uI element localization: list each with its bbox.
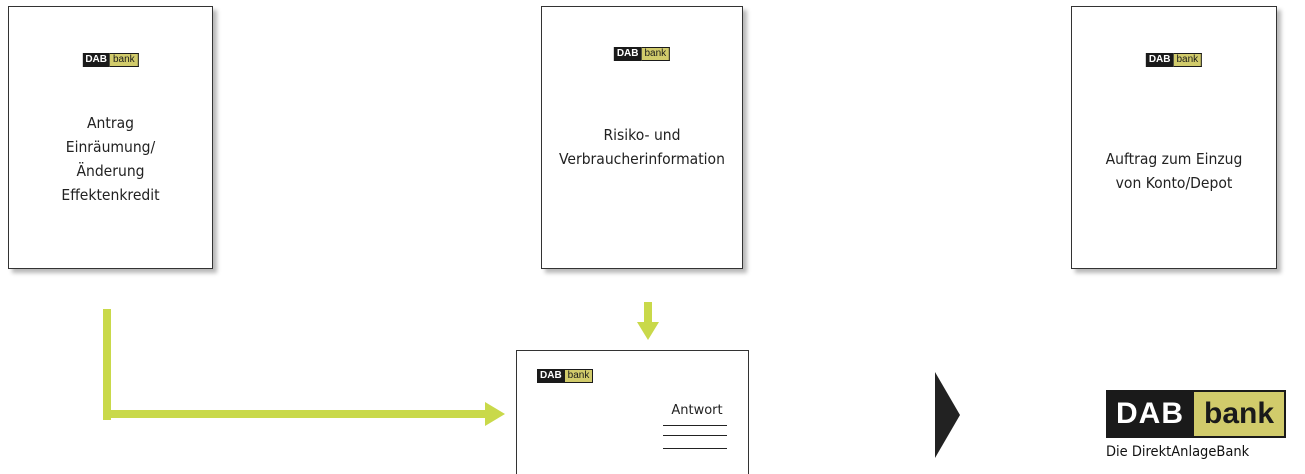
flow-line-vertical [103, 309, 111, 420]
address-line [663, 435, 727, 436]
document-title: Risiko- und Verbraucherinformation [559, 126, 725, 168]
flow-line-down [644, 302, 652, 326]
document-title: Auftrag zum Einzug von Konto/Depot [1105, 150, 1243, 192]
flow-line-horizontal [103, 410, 487, 418]
envelope-label: Antwort [671, 403, 723, 418]
address-line [663, 425, 727, 426]
address-line [663, 448, 727, 449]
flow-arrow-down-icon [637, 322, 659, 340]
document-title: Antrag Einräumung/ Änderung Effektenkred… [61, 114, 160, 204]
logo-tagline: Die DirektAnlageBank [1106, 444, 1250, 460]
big-arrow-right-icon [935, 372, 960, 458]
flow-arrow-right-icon [485, 402, 505, 426]
